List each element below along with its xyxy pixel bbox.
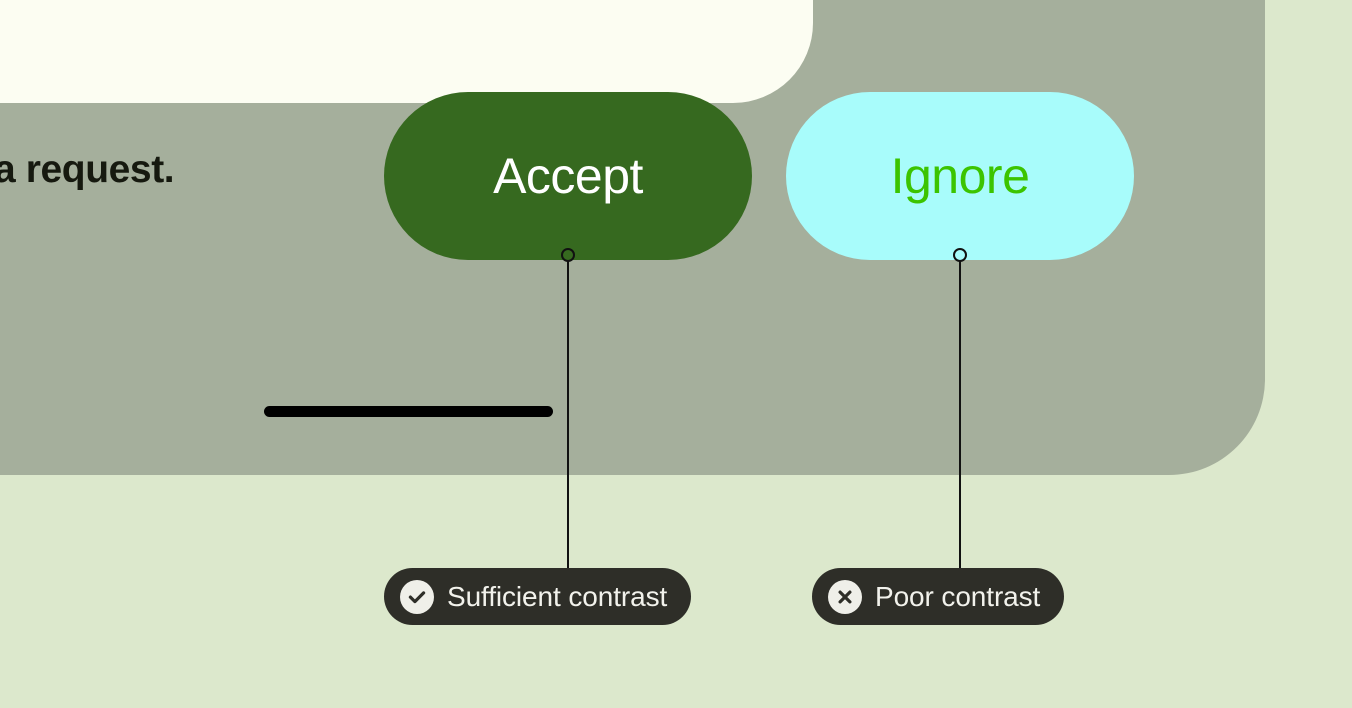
annotation-label: Poor contrast — [875, 580, 1041, 612]
annotation-pill-sufficient-contrast: Sufficient contrast — [384, 568, 692, 625]
ignore-button[interactable]: Ignore — [786, 92, 1134, 260]
annotation-label: Sufficient contrast — [447, 580, 668, 612]
annotation-pill-poor-contrast: Poor contrast — [812, 568, 1065, 625]
connector-dot-icon — [953, 248, 967, 262]
device-screen — [0, 0, 813, 103]
connector-line — [959, 261, 961, 583]
x-circle-icon — [828, 579, 862, 614]
connector-line — [567, 261, 569, 583]
connector-dot-icon — [561, 248, 575, 262]
check-circle-icon — [400, 579, 434, 614]
home-indicator-bar — [264, 406, 553, 417]
request-message-text: a request. — [0, 148, 175, 191]
accept-button[interactable]: Accept — [384, 92, 752, 260]
